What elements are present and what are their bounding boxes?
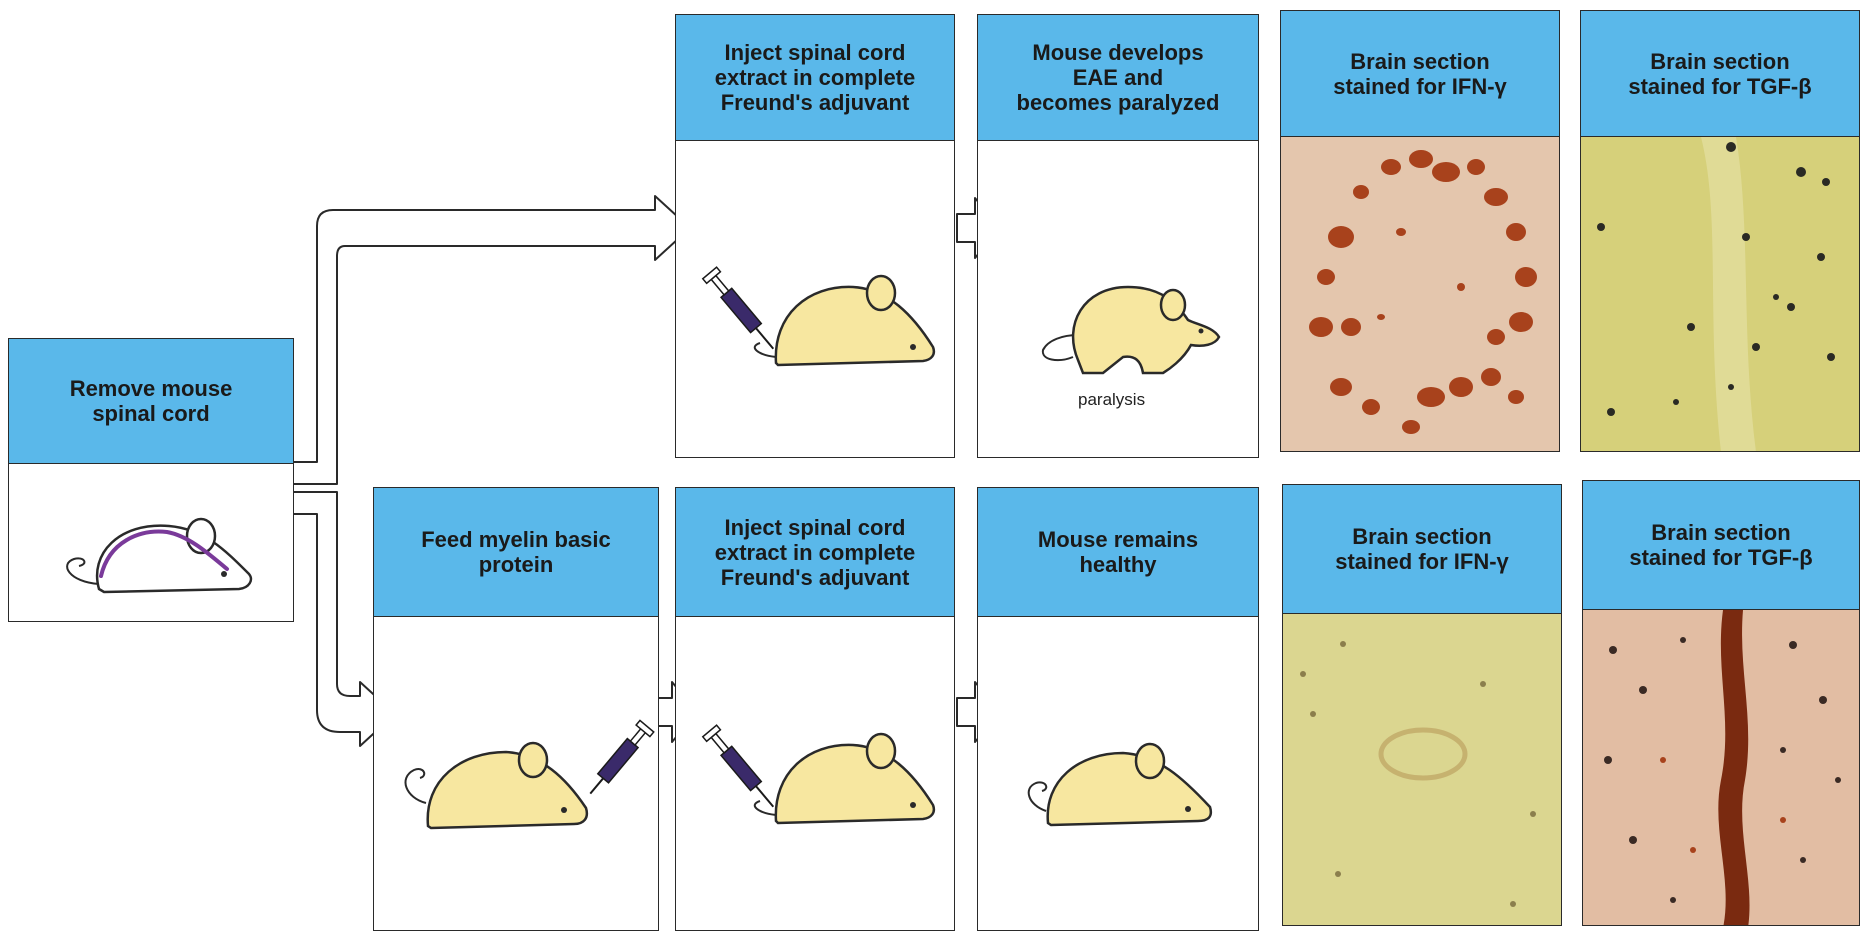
top-outcome-panel: Mouse develops EAE and becomes paralyzed… bbox=[977, 14, 1259, 458]
bottom-outcome-header: Mouse remains healthy bbox=[978, 488, 1258, 617]
bottom-tgf-header: Brain section stained for TGF-β bbox=[1583, 481, 1859, 610]
top-inject-header: Inject spinal cord extract in complete F… bbox=[676, 15, 954, 141]
bottom-inject-header: Inject spinal cord extract in complete F… bbox=[676, 488, 954, 617]
healthy-mouse-icon bbox=[1018, 723, 1228, 833]
bottom-tgf-photo bbox=[1583, 609, 1859, 925]
top-ifn-panel: Brain section stained for IFN-γ bbox=[1280, 10, 1560, 452]
bottom-inject-panel: Inject spinal cord extract in complete F… bbox=[675, 487, 955, 931]
top-tgf-header: Brain section stained for TGF-β bbox=[1581, 11, 1859, 137]
bottom-ifn-panel: Brain section stained for IFN-γ bbox=[1282, 484, 1562, 926]
ifn-stained-tissue-image bbox=[1281, 137, 1559, 452]
top-ifn-header: Brain section stained for IFN-γ bbox=[1281, 11, 1559, 137]
tgf-stained-tissue-image-2 bbox=[1583, 610, 1859, 926]
top-outcome-header: Mouse develops EAE and becomes paralyzed bbox=[978, 15, 1258, 141]
mouse-feeding-icon bbox=[386, 708, 656, 838]
mouse-injection-icon-2 bbox=[688, 713, 943, 833]
top-inject-panel: Inject spinal cord extract in complete F… bbox=[675, 14, 955, 458]
bottom-tgf-panel: Brain section stained for TGF-β bbox=[1582, 480, 1860, 926]
bottom-feed-header: Feed myelin basic protein bbox=[374, 488, 658, 617]
mouse-injection-icon bbox=[688, 255, 943, 375]
start-panel: Remove mouse spinal cord bbox=[8, 338, 294, 622]
bottom-ifn-photo bbox=[1283, 613, 1561, 925]
branch-arrow-top bbox=[292, 196, 690, 484]
bottom-feed-panel: Feed myelin basic protein bbox=[373, 487, 659, 931]
paralyzed-mouse-icon bbox=[1023, 265, 1223, 380]
mouse-with-spinal-cord-icon bbox=[49, 504, 269, 604]
top-tgf-photo bbox=[1581, 136, 1859, 451]
paralysis-caption: paralysis bbox=[1078, 390, 1145, 410]
bottom-outcome-panel: Mouse remains healthy bbox=[977, 487, 1259, 931]
top-ifn-photo bbox=[1281, 136, 1559, 451]
start-header: Remove mouse spinal cord bbox=[9, 339, 293, 464]
tgf-stained-tissue-image bbox=[1581, 137, 1859, 452]
bottom-ifn-header: Brain section stained for IFN-γ bbox=[1283, 485, 1561, 614]
top-tgf-panel: Brain section stained for TGF-β bbox=[1580, 10, 1860, 452]
ifn-stained-tissue-image-2 bbox=[1283, 614, 1561, 926]
